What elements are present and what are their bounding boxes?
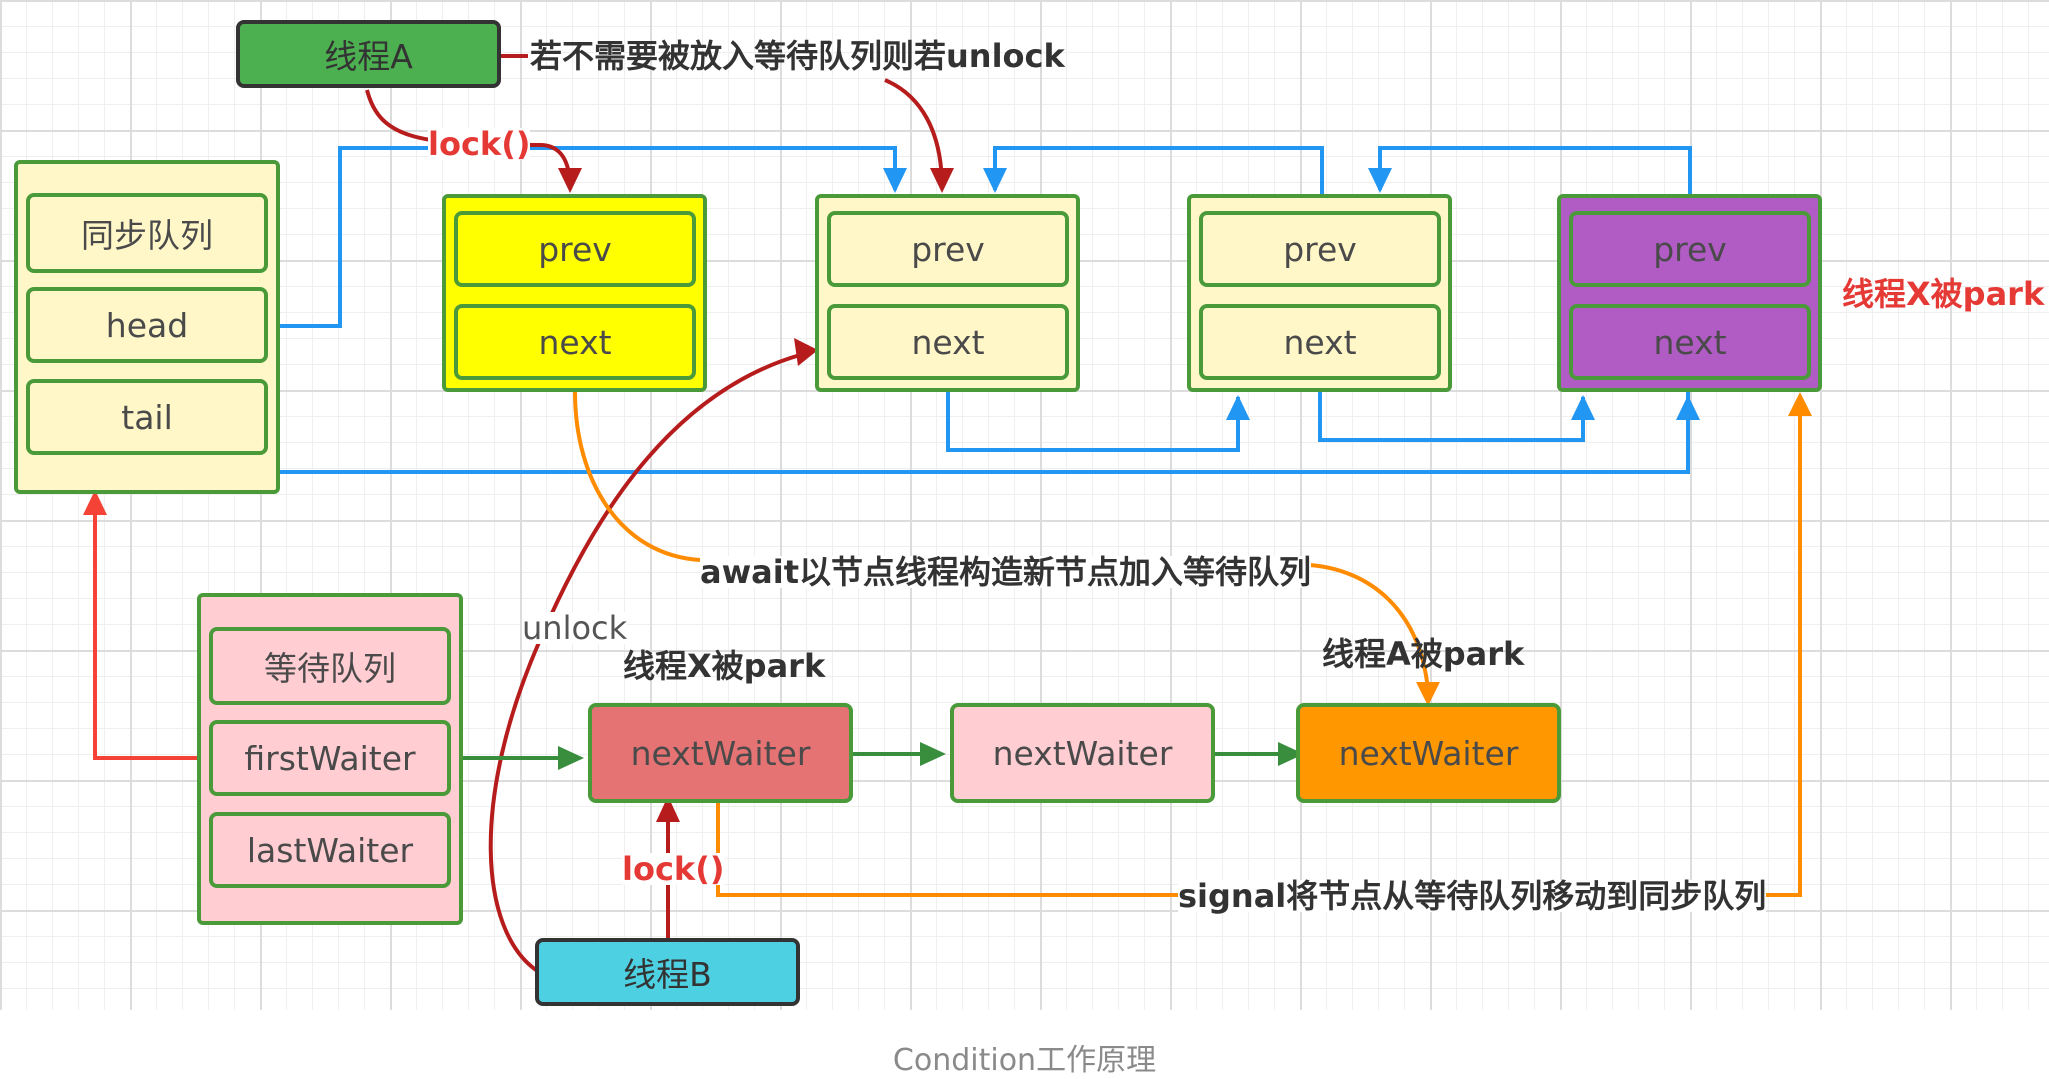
annotation-thread-a-parked: 线程A被park (1322, 635, 1525, 673)
tail-link (143, 397, 1690, 474)
wait-node-1: nextWaiter (588, 703, 853, 803)
firstwaiter-to-sync (93, 508, 197, 760)
next-link-1 (946, 382, 1240, 452)
arrowhead-head (883, 168, 907, 193)
arrowhead-lock-bottom (656, 796, 680, 822)
arrowhead-prev2 (983, 168, 1007, 193)
first-waiter: firstWaiter (209, 720, 451, 796)
sync-node-2-next: next (827, 304, 1069, 380)
annotation-lock-bottom: lock() (622, 850, 725, 888)
sync-tail: tail (26, 379, 268, 455)
arrowhead-waiter-1 (920, 742, 946, 766)
sync-node-4-prev: prev (1569, 211, 1811, 287)
arrowhead-tail (1676, 395, 1700, 420)
wait-node-3: nextWaiter (1296, 703, 1561, 803)
thread-b: 线程B (535, 938, 800, 1006)
prev-link-2 (993, 146, 1324, 198)
annotation-await: await以节点线程构造新节点加入等待队列 (700, 553, 1312, 591)
sync-node-2-prev: prev (827, 211, 1069, 287)
await-arrow (573, 391, 701, 562)
last-waiter: lastWaiter (209, 812, 451, 888)
wait-queue-title: 等待队列 (209, 627, 451, 705)
figure-caption: Condition工作原理 (892, 1043, 1157, 1078)
annotation-signal: signal将节点从等待队列移动到同步队列 (1178, 877, 1767, 915)
wait-node-2: nextWaiter (950, 703, 1215, 803)
arrowhead-to-sync (83, 490, 107, 515)
arrowhead-first (558, 746, 584, 770)
arrowhead-signal (1788, 392, 1812, 416)
head-link (268, 146, 897, 328)
thread-a: 线程A (236, 20, 501, 88)
annotation-thread-x-parked-wait: 线程X被park (623, 647, 826, 685)
sync-node-3-prev: prev (1199, 211, 1441, 287)
signal-arrow (716, 410, 1802, 897)
arrowhead-next1 (1226, 395, 1250, 420)
sync-node-1-prev: prev (454, 211, 696, 287)
arrowhead-unlock-no-wait (930, 168, 954, 193)
arrowhead-await (1416, 682, 1440, 706)
prev-link-3 (1378, 146, 1692, 198)
sync-head: head (26, 287, 268, 363)
arrowhead-next2 (1571, 395, 1595, 420)
sync-node-4-next: next (1569, 304, 1811, 380)
sync-node-1-next: next (454, 304, 696, 380)
annotation-no-wait-unlock: 若不需要被放入等待队列则若unlock (530, 37, 1065, 75)
sync-queue-title: 同步队列 (26, 193, 268, 273)
arrowhead-prev3 (1368, 168, 1392, 193)
annotation-thread-x-parked-right: 线程X被park (1842, 275, 2045, 313)
annotation-lock-top: lock() (428, 125, 531, 163)
arrowhead-lock-top (558, 168, 582, 193)
await-arrow-2 (1309, 563, 1430, 691)
annotation-unlock: unlock (522, 609, 628, 647)
arrowhead-waiter-2 (1278, 742, 1304, 766)
arrowhead-unlock-b (794, 338, 818, 366)
sync-node-3-next: next (1199, 304, 1441, 380)
